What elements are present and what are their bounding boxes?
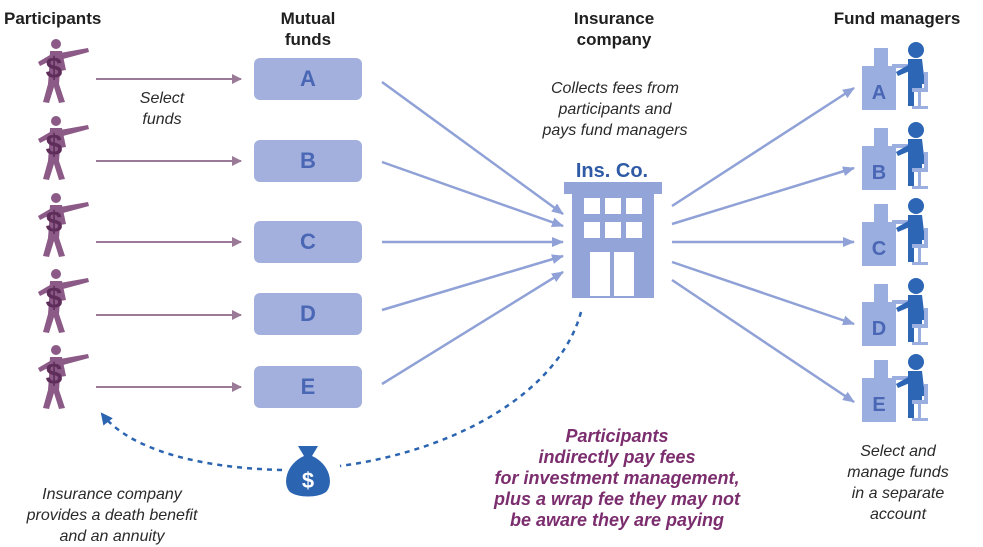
- manager-label: D: [872, 318, 886, 340]
- participant-icon: [38, 116, 89, 180]
- participant-icon: [38, 193, 89, 257]
- fund-managers-header: Fund managers: [833, 9, 961, 28]
- fee-callout: Participants indirectly pay fees for inv…: [493, 426, 741, 530]
- fund-to-insurer-arrow: [381, 254, 564, 312]
- insurer-to-manager-arrow: [671, 260, 855, 326]
- select-funds-note: Select funds: [139, 90, 185, 128]
- insurer-to-manager-arrow: [671, 166, 855, 226]
- svg-text:$: $: [302, 468, 314, 493]
- insurer-to-manager-arrow: [671, 86, 855, 208]
- participant-icon: [38, 345, 89, 409]
- collects-fees-note: Collects fees from participants and pays…: [542, 80, 688, 139]
- manager-label: B: [872, 162, 886, 184]
- participant-icon: [38, 269, 89, 333]
- fund-to-insurer-arrow: [381, 160, 564, 228]
- fund-box-b: B: [254, 140, 362, 182]
- insurance-company-label: Ins. Co.: [575, 160, 649, 182]
- death-benefit-note: Insurance company provides a death benef…: [26, 486, 198, 545]
- fund-to-insurer-arrow: [381, 270, 564, 386]
- manager-label: C: [872, 238, 886, 260]
- fund-box-a: A: [254, 58, 362, 100]
- fund-to-insurer-arrow: [381, 80, 564, 216]
- money-bag-icon: $: [286, 446, 330, 497]
- manager-label: E: [872, 394, 885, 416]
- insurance-company-header: Insurance company: [573, 9, 655, 49]
- benefit-flow-dashed-arrow: [100, 412, 283, 472]
- fee-flow-dashed-arrow: [339, 311, 583, 468]
- participants-header: Participants: [4, 9, 102, 28]
- fund-box-d: D: [254, 293, 362, 335]
- insurance-building-icon: [564, 182, 662, 298]
- manager-label: A: [872, 82, 886, 104]
- select-manage-note: Select and manage funds in a separate ac…: [847, 443, 949, 523]
- participant-icon: [38, 39, 89, 103]
- fund-box-e: E: [254, 366, 362, 408]
- fund-box-c: C: [254, 221, 362, 263]
- mutual-funds-header: Mutual funds: [280, 9, 336, 49]
- insurer-to-manager-arrow: [671, 278, 855, 404]
